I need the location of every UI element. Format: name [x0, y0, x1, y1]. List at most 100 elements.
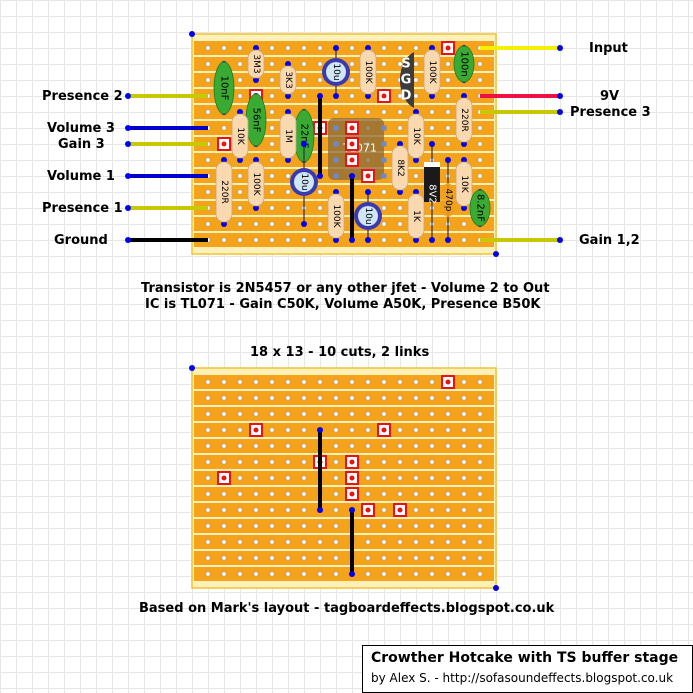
hole: [445, 395, 451, 401]
hole: [205, 411, 211, 417]
hole: [365, 475, 371, 481]
hole: [461, 475, 467, 481]
solder-point: [461, 141, 467, 147]
capacitor-body: [213, 61, 235, 115]
hole: [413, 539, 419, 545]
hole: [237, 571, 243, 577]
hole: [349, 443, 355, 449]
cuts-title: 18 x 13 - 10 cuts, 2 links: [250, 345, 430, 360]
hole: [269, 45, 275, 51]
zener-value: 8V2: [427, 184, 438, 204]
capacitor-body: [469, 189, 491, 227]
hole: [285, 475, 291, 481]
hole: [333, 379, 339, 385]
solder-point: [285, 61, 291, 67]
track-cut-dot: [349, 157, 355, 163]
hole: [301, 507, 307, 513]
hole: [269, 539, 275, 545]
hole: [461, 555, 467, 561]
hole: [429, 475, 435, 481]
hole: [253, 491, 259, 497]
hole: [445, 411, 451, 417]
hole: [461, 395, 467, 401]
hole: [349, 427, 355, 433]
hole: [365, 427, 371, 433]
hole: [253, 475, 259, 481]
byline: by Alex S. - http://sofasoundeffects.blo…: [371, 671, 674, 685]
solder-point: [349, 507, 355, 513]
hole: [221, 507, 227, 513]
solder-point: [221, 157, 227, 163]
resistor: 10K: [407, 109, 425, 163]
hole: [269, 93, 275, 99]
hole: [253, 459, 259, 465]
hole: [397, 459, 403, 465]
hole: [237, 93, 243, 99]
hole: [237, 189, 243, 195]
hole: [253, 237, 259, 243]
hole: [413, 61, 419, 67]
hole: [397, 555, 403, 561]
wire-end-dot: [557, 237, 563, 243]
hole: [477, 491, 483, 497]
resistor-value: 1K: [411, 210, 421, 223]
resistor-value: 100K: [363, 60, 373, 84]
electrolytic-value: 10u: [331, 63, 341, 80]
hole: [413, 411, 419, 417]
hole: [269, 237, 275, 243]
hole: [429, 491, 435, 497]
ic-pin: [381, 157, 387, 163]
solder-point: [253, 77, 259, 83]
solder-point: [349, 571, 355, 577]
track-cut-dot: [253, 427, 259, 433]
hole: [301, 93, 307, 99]
label-presence-2: Presence 2: [42, 89, 123, 104]
hole: [429, 427, 435, 433]
resistor: 3M3: [247, 45, 265, 83]
hole: [221, 523, 227, 529]
solder-point: [253, 157, 259, 163]
hole: [333, 523, 339, 529]
solder-point: [253, 205, 259, 211]
hole: [445, 459, 451, 465]
hole: [205, 571, 211, 577]
resistor-value: 220R: [219, 180, 229, 203]
resistor-body: [391, 145, 409, 191]
hole: [221, 443, 227, 449]
resistor-body: [455, 161, 473, 207]
hole: [381, 555, 387, 561]
hole: [381, 237, 387, 243]
ic-pin: [381, 141, 387, 147]
hole: [317, 221, 323, 227]
transistor-body: [399, 52, 414, 108]
resistor-body: [279, 65, 297, 95]
hole: [397, 523, 403, 529]
hole: [477, 125, 483, 131]
ceramic-body: [440, 183, 456, 217]
hole: [365, 491, 371, 497]
hole: [317, 45, 323, 51]
resistor-body: [455, 97, 473, 143]
solder-point: [365, 93, 371, 99]
hole: [397, 205, 403, 211]
solder-point: [461, 205, 467, 211]
wire-end-dot: [125, 173, 131, 179]
solder-point: [253, 45, 259, 51]
resistor-body: [407, 193, 425, 239]
electrolytic-capacitor: 10u: [322, 45, 350, 99]
hole: [397, 61, 403, 67]
hole: [269, 125, 275, 131]
resistor-body: [215, 161, 233, 223]
hole: [397, 443, 403, 449]
hole: [237, 237, 243, 243]
zener-body: [424, 162, 440, 202]
hole: [477, 523, 483, 529]
copper-strip: [194, 471, 494, 485]
hole: [477, 395, 483, 401]
hole: [253, 379, 259, 385]
hole: [301, 379, 307, 385]
hole: [429, 109, 435, 115]
hole: [381, 491, 387, 497]
hole: [429, 395, 435, 401]
hole: [477, 443, 483, 449]
